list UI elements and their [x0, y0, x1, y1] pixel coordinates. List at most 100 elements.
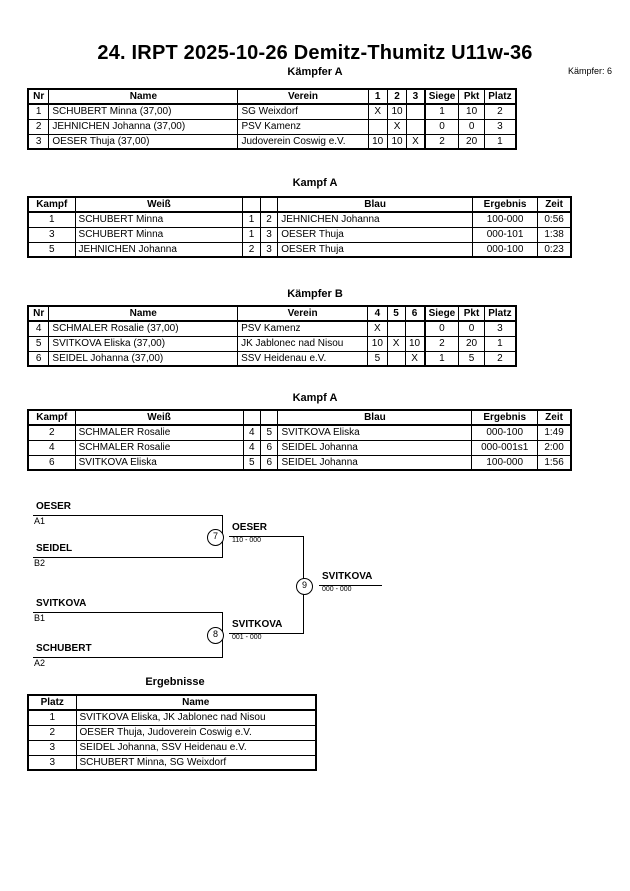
cell-kampf: 6: [27, 454, 76, 471]
cell-kampf: 4: [27, 439, 76, 456]
cell-match-6: 10: [404, 335, 426, 352]
header-verein: Verein: [237, 305, 369, 322]
header-siege: Siege: [423, 305, 460, 322]
cell-blau-nr: 2: [259, 211, 279, 228]
bracket-score: 000 - 000: [322, 586, 352, 593]
cell-weiss-nr: 1: [242, 226, 261, 243]
header-zeit: Zeit: [537, 196, 572, 213]
cell-weiss-nr: 4: [242, 424, 262, 441]
header-weiss: Weiß: [74, 196, 244, 213]
bracket-final-winner: SVITKOVA: [322, 571, 373, 582]
cell-platz: 3: [483, 320, 517, 337]
bracket-entry-seed: A2: [34, 658, 46, 668]
cell-siege: 1: [423, 350, 460, 367]
cell-siege: 0: [423, 320, 460, 337]
table-row: 2 JEHNICHEN Johanna (37,00) PSV Kamenz X…: [27, 118, 517, 135]
header-siege: Siege: [423, 88, 460, 105]
header-opponent-4: 4: [367, 305, 388, 322]
cell-weiss: JEHNICHEN Johanna: [74, 241, 244, 258]
cell-name: SCHMALER Rosalie (37,00): [48, 320, 239, 337]
bracket-match-node: 7: [207, 529, 224, 546]
cell-weiss-nr: 1: [242, 211, 261, 228]
header-name: Name: [48, 305, 239, 322]
table-row: 1 SCHUBERT Minna (37,00) SG Weixdorf X 1…: [27, 103, 517, 120]
cell-match-6: [404, 320, 426, 337]
cell-name: SVITKOVA Eliska (37,00): [48, 335, 239, 352]
cell-nr: 1: [27, 103, 50, 120]
results-table: Platz Name 1 SVITKOVA Eliska, JK Jablone…: [27, 694, 317, 771]
cell-match-2: 10: [386, 103, 408, 120]
header-weiss-nr: [242, 196, 261, 213]
header-zeit: Zeit: [537, 409, 572, 426]
cell-blau: JEHNICHEN Johanna: [277, 211, 473, 228]
cell-match-4: 10: [367, 335, 388, 352]
cell-match-4: X: [367, 320, 388, 337]
cell-weiss-nr: 2: [242, 241, 261, 258]
pool-a-heading: Kämpfer A: [287, 66, 343, 78]
cell-weiss: SVITKOVA Eliska: [74, 454, 244, 471]
cell-weiss: SCHMALER Rosalie: [74, 439, 244, 456]
cell-nr: 4: [27, 320, 50, 337]
table-row: 1 SCHUBERT Minna 1 2 JEHNICHEN Johanna 1…: [27, 211, 572, 228]
bracket-score: 110 - 000: [232, 537, 262, 544]
cell-zeit: 0:56: [537, 211, 572, 228]
table-row: 2 SCHMALER Rosalie 4 5 SVITKOVA Eliska 0…: [27, 424, 572, 441]
cell-match-5: [386, 350, 406, 367]
cell-match-3: X: [406, 133, 426, 150]
header-opponent-2: 2: [386, 88, 408, 105]
cell-siege: 2: [423, 335, 460, 352]
header-nr: Nr: [27, 88, 50, 105]
header-blau-nr: [259, 196, 279, 213]
cell-platz: 3: [27, 754, 77, 771]
header-platz: Platz: [27, 694, 77, 711]
header-blau: Blau: [277, 196, 473, 213]
cell-blau: SVITKOVA Eliska: [277, 424, 473, 441]
cell-pkt: 5: [458, 350, 485, 367]
header-ergebnis: Ergebnis: [471, 409, 539, 426]
cell-verein: SG Weixdorf: [237, 103, 369, 120]
cell-kampf: 3: [27, 226, 76, 243]
bracket-entry-seed: B2: [34, 558, 46, 568]
cell-verein: Judoverein Coswig e.V.: [237, 133, 369, 150]
header-opponent-6: 6: [404, 305, 426, 322]
table-row: 1 SVITKOVA Eliska, JK Jablonec nad Nisou: [27, 709, 317, 726]
cell-platz: 1: [483, 335, 517, 352]
table-row: 4 SCHMALER Rosalie 4 6 SEIDEL Johanna 00…: [27, 439, 572, 456]
cell-platz: 3: [27, 739, 77, 756]
cell-blau-nr: 3: [259, 241, 279, 258]
table-row: 5 SVITKOVA Eliska (37,00) JK Jablonec na…: [27, 335, 517, 352]
cell-siege: 2: [423, 133, 460, 150]
pool-a-table: Nr Name Verein 1 2 3 Siege Pkt Platz 1 S…: [27, 88, 517, 150]
cell-platz: 1: [27, 709, 77, 726]
table-row: 5 JEHNICHEN Johanna 2 3 OESER Thuja 000-…: [27, 241, 572, 258]
cell-match-2: 10: [386, 133, 408, 150]
table-header-row: Kampf Weiß Blau Ergebnis Zeit: [27, 196, 572, 213]
cell-name: OESER Thuja, Judoverein Coswig e.V.: [75, 724, 317, 741]
header-pkt: Pkt: [458, 88, 485, 105]
header-weiss-nr: [242, 409, 262, 426]
fighters-count-label: Kämpfer: 6: [567, 66, 612, 76]
cell-blau: OESER Thuja: [277, 226, 473, 243]
table-row: 3 SEIDEL Johanna, SSV Heidenau e.V.: [27, 739, 317, 756]
matches-b-body: 2 SCHMALER Rosalie 4 5 SVITKOVA Eliska 0…: [27, 424, 572, 471]
cell-verein: PSV Kamenz: [237, 320, 369, 337]
header-opponent-1: 1: [367, 88, 388, 105]
cell-platz: 2: [27, 724, 77, 741]
cell-nr: 3: [27, 133, 50, 150]
cell-zeit: 2:00: [537, 439, 572, 456]
cell-weiss: SCHUBERT Minna: [74, 211, 244, 228]
bracket-final-node: 9: [296, 578, 313, 595]
cell-match-5: X: [386, 335, 406, 352]
cell-pkt: 0: [458, 320, 485, 337]
cell-match-1: [367, 118, 388, 135]
cell-platz: 2: [483, 350, 517, 367]
results-body: 1 SVITKOVA Eliska, JK Jablonec nad Nisou…: [27, 709, 317, 771]
cell-weiss-nr: 5: [242, 454, 262, 471]
cell-match-1: 10: [367, 133, 388, 150]
bracket-winner-line: [229, 633, 304, 634]
table-row: 6 SVITKOVA Eliska 5 6 SEIDEL Johanna 100…: [27, 454, 572, 471]
cell-kampf: 5: [27, 241, 76, 258]
cell-ergebnis: 100-000: [471, 211, 539, 228]
cell-platz: 2: [483, 103, 517, 120]
bracket-entry-seed: B1: [34, 613, 46, 623]
